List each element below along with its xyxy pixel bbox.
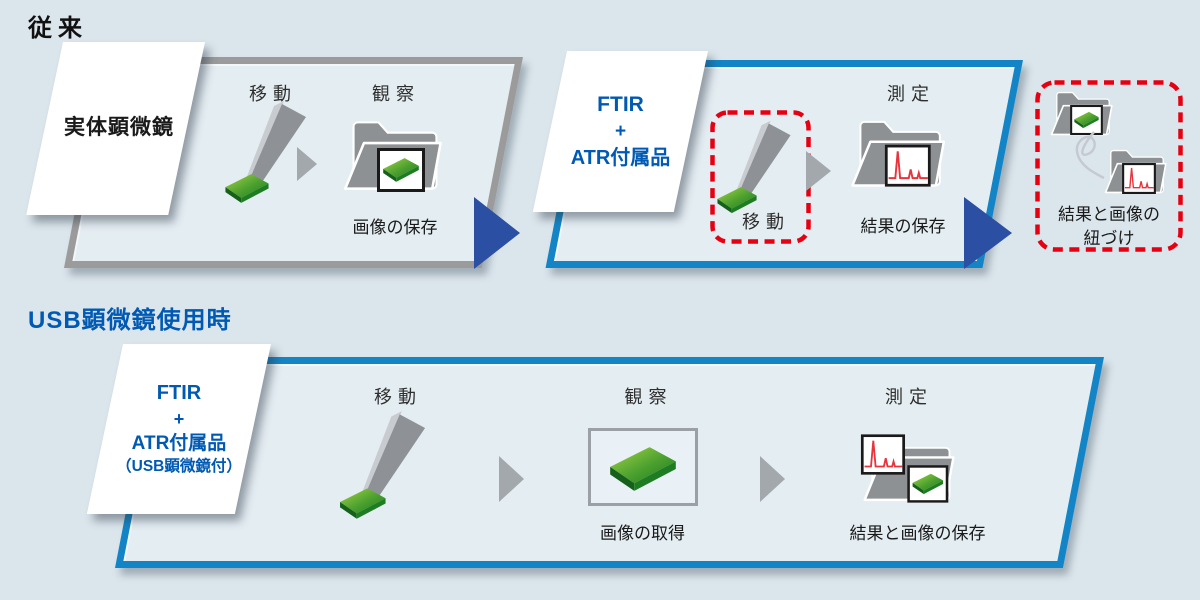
save-result-caption: 結果の保存 — [860, 217, 946, 236]
flow-arrow-icon — [474, 197, 520, 269]
link-caption-line2: 紐づけ — [1083, 229, 1135, 248]
observe-step-label-1: 観察 — [372, 84, 420, 104]
red-dashed-border — [1035, 80, 1183, 252]
link-caption-line1: 結果と画像の — [1058, 205, 1160, 224]
folder-link-icon — [1050, 91, 1167, 194]
stereo-microscope-card-label: 実体顕微鏡 — [64, 116, 174, 140]
observe-step-label-2: 観察 — [624, 387, 673, 407]
step-arrow-icon — [499, 456, 524, 502]
move-step-label-2: 移動 — [742, 212, 790, 232]
link-result-image-box — [1035, 80, 1183, 257]
folder-result-image-icon — [860, 434, 955, 510]
measure-step-label-2: 測定 — [885, 387, 933, 407]
save-image-caption: 画像の保存 — [352, 218, 438, 237]
ftir-atr-card-label: FTIR + ATR付属品 — [570, 93, 671, 169]
tweezers-icon — [338, 408, 434, 522]
tweezers-icon — [716, 118, 798, 216]
step-arrow-icon — [806, 151, 831, 191]
folder-image-icon — [343, 121, 442, 208]
folder-spectrum-icon — [851, 120, 946, 187]
move-step-label-3: 移動 — [374, 387, 422, 407]
sample-icon — [608, 447, 678, 491]
conventional-heading: 従来 — [28, 15, 88, 42]
flow-arrow-icon — [964, 197, 1012, 269]
move-step-label-1: 移動 — [249, 84, 297, 104]
usb-ftir-atr-card-label: FTIR + ATR付属品 （USB顕微鏡付） — [116, 382, 242, 475]
step-arrow-icon — [297, 147, 317, 181]
link-scribble-icon — [1075, 131, 1105, 180]
capture-image-caption: 画像の取得 — [600, 524, 685, 543]
save-result-image-caption: 結果と画像の保存 — [849, 524, 986, 543]
step-arrow-icon — [760, 456, 785, 502]
measure-step-label-1: 測定 — [887, 84, 935, 104]
usb-heading: USB顕微鏡使用時 — [28, 307, 232, 334]
